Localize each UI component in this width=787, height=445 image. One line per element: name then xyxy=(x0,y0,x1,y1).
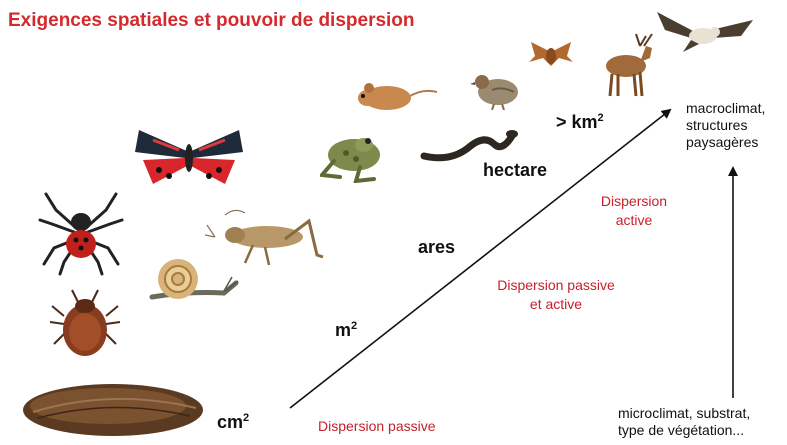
scale-m2: m2 xyxy=(335,320,357,341)
scale-m2-exp: 2 xyxy=(351,320,357,332)
scale-cm2-base: cm xyxy=(217,412,243,432)
moth-icon xyxy=(133,122,245,190)
partridge-icon xyxy=(470,70,526,110)
macro-line2: structures xyxy=(686,117,765,134)
micro-factors-label: microclimat, substrat, type de végétatio… xyxy=(618,405,750,439)
dispersion-passive-label: Dispersion passive xyxy=(318,417,436,436)
scale-m2-base: m xyxy=(335,320,351,340)
spider-icon xyxy=(38,190,124,276)
scale-km2-exp: 2 xyxy=(598,112,604,124)
cricket-icon xyxy=(205,205,325,271)
dispersion-active-label: Dispersion active xyxy=(594,192,674,230)
micro-line1: microclimat, substrat, xyxy=(618,405,750,422)
dispersion-active-line2: active xyxy=(594,211,674,230)
scale-km2: > km2 xyxy=(556,112,604,133)
snake-icon xyxy=(420,124,520,164)
scale-km2-base: > km xyxy=(556,112,598,132)
deer-icon xyxy=(596,32,662,98)
frog-icon xyxy=(320,127,384,183)
macro-factors-label: macroclimat, structures paysagères xyxy=(686,100,765,151)
dispersion-passive-active-label: Dispersion passive et active xyxy=(481,276,631,314)
dispersion-passive-active-line2: et active xyxy=(481,295,631,314)
bat-icon xyxy=(527,38,575,70)
dispersion-active-line1: Dispersion xyxy=(594,192,674,211)
macro-line1: macroclimat, xyxy=(686,100,765,117)
mite-icon xyxy=(50,288,120,360)
mussel-icon xyxy=(18,378,208,440)
scale-cm2-exp: 2 xyxy=(243,412,249,424)
macro-line3: paysagères xyxy=(686,134,765,151)
micro-line2: type de végétation... xyxy=(618,422,750,439)
dispersion-passive-active-line1: Dispersion passive xyxy=(481,276,631,295)
scale-cm2: cm2 xyxy=(217,412,249,433)
mouse-icon xyxy=(355,78,437,114)
scale-ares: ares xyxy=(418,237,455,258)
eagle-icon xyxy=(655,8,755,56)
